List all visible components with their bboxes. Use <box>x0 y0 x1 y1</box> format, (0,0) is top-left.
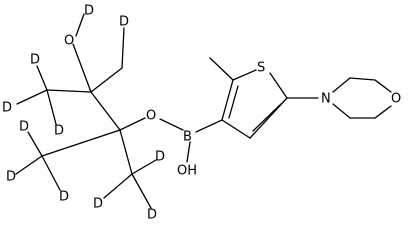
bond-morph-upper-o <box>374 79 392 93</box>
atom-b: B <box>183 130 192 145</box>
bond-morph-upper <box>349 77 376 81</box>
bond-o-cquat-lower <box>119 117 146 131</box>
atom-d: D <box>30 53 40 68</box>
atom-o-ester: O <box>146 109 156 124</box>
atom-d: D <box>19 120 29 135</box>
atom-d: D <box>84 4 94 19</box>
bond-c2-s1 <box>232 69 257 81</box>
bond-oh-d <box>75 13 85 37</box>
chemical-structure: S N O B O OH O D D D D D D D D D D D <box>2 4 401 223</box>
atom-d: D <box>2 101 12 116</box>
bond-cd3-left-d1 <box>27 131 43 157</box>
bond-c3-c2 <box>221 79 234 121</box>
bond-cd3-upper-d2 <box>16 89 48 105</box>
atom-d: D <box>119 15 129 30</box>
bond-c4-c3 <box>221 119 251 139</box>
bond-cd3-right-d1 <box>103 173 133 199</box>
bond-n-morph-upper <box>332 77 351 93</box>
bond-cquat-lower-cd3-left <box>41 129 121 157</box>
bond-cquat-lower-cd3-right <box>119 129 133 175</box>
bond-cd3-right-d2 <box>131 159 157 175</box>
atom-d: D <box>155 150 165 165</box>
atom-d: D <box>147 208 157 223</box>
bond-cd3-upper-d1 <box>36 65 48 91</box>
bond-o-morph-lower <box>374 105 392 119</box>
atom-o-alcohol: O <box>64 34 74 49</box>
bond-cd3-upper-d3 <box>46 89 57 125</box>
bond-c2-methyl <box>209 57 234 81</box>
bond-c3-c2-inner <box>228 85 239 119</box>
atom-d: D <box>54 124 64 139</box>
atom-s: S <box>257 61 265 76</box>
atom-d: D <box>6 170 16 185</box>
atom-oh-boron: OH <box>177 164 197 179</box>
atom-d: D <box>59 190 69 205</box>
atom-o-morpholine: O <box>391 92 401 107</box>
bond-cquat-upper-ch2 <box>90 67 123 93</box>
bond-cquat-upper-cd3 <box>46 89 92 93</box>
bond-cd3-left-d2 <box>15 155 43 175</box>
bond-cquat-upper-oh <box>72 43 92 93</box>
bond-ch2-d <box>121 27 125 69</box>
structure-canvas: S N O B O OH O D D D D D D D D D D D <box>2 4 401 223</box>
atom-d: D <box>93 197 103 212</box>
bond-c3-b <box>195 119 223 133</box>
bond-cd3-right-d3 <box>131 173 152 209</box>
atom-n: N <box>321 92 331 107</box>
bond-b-oh <box>186 141 191 163</box>
bond-morph-lower-n <box>332 103 351 119</box>
bond-cquat-lower-cquat-upper <box>90 91 121 131</box>
bond-c5-c4-inner <box>252 103 282 132</box>
bond-s1-c5 <box>269 72 288 99</box>
bond-b-o-ester <box>159 118 184 131</box>
bond-cd3-left-d3 <box>41 155 61 191</box>
